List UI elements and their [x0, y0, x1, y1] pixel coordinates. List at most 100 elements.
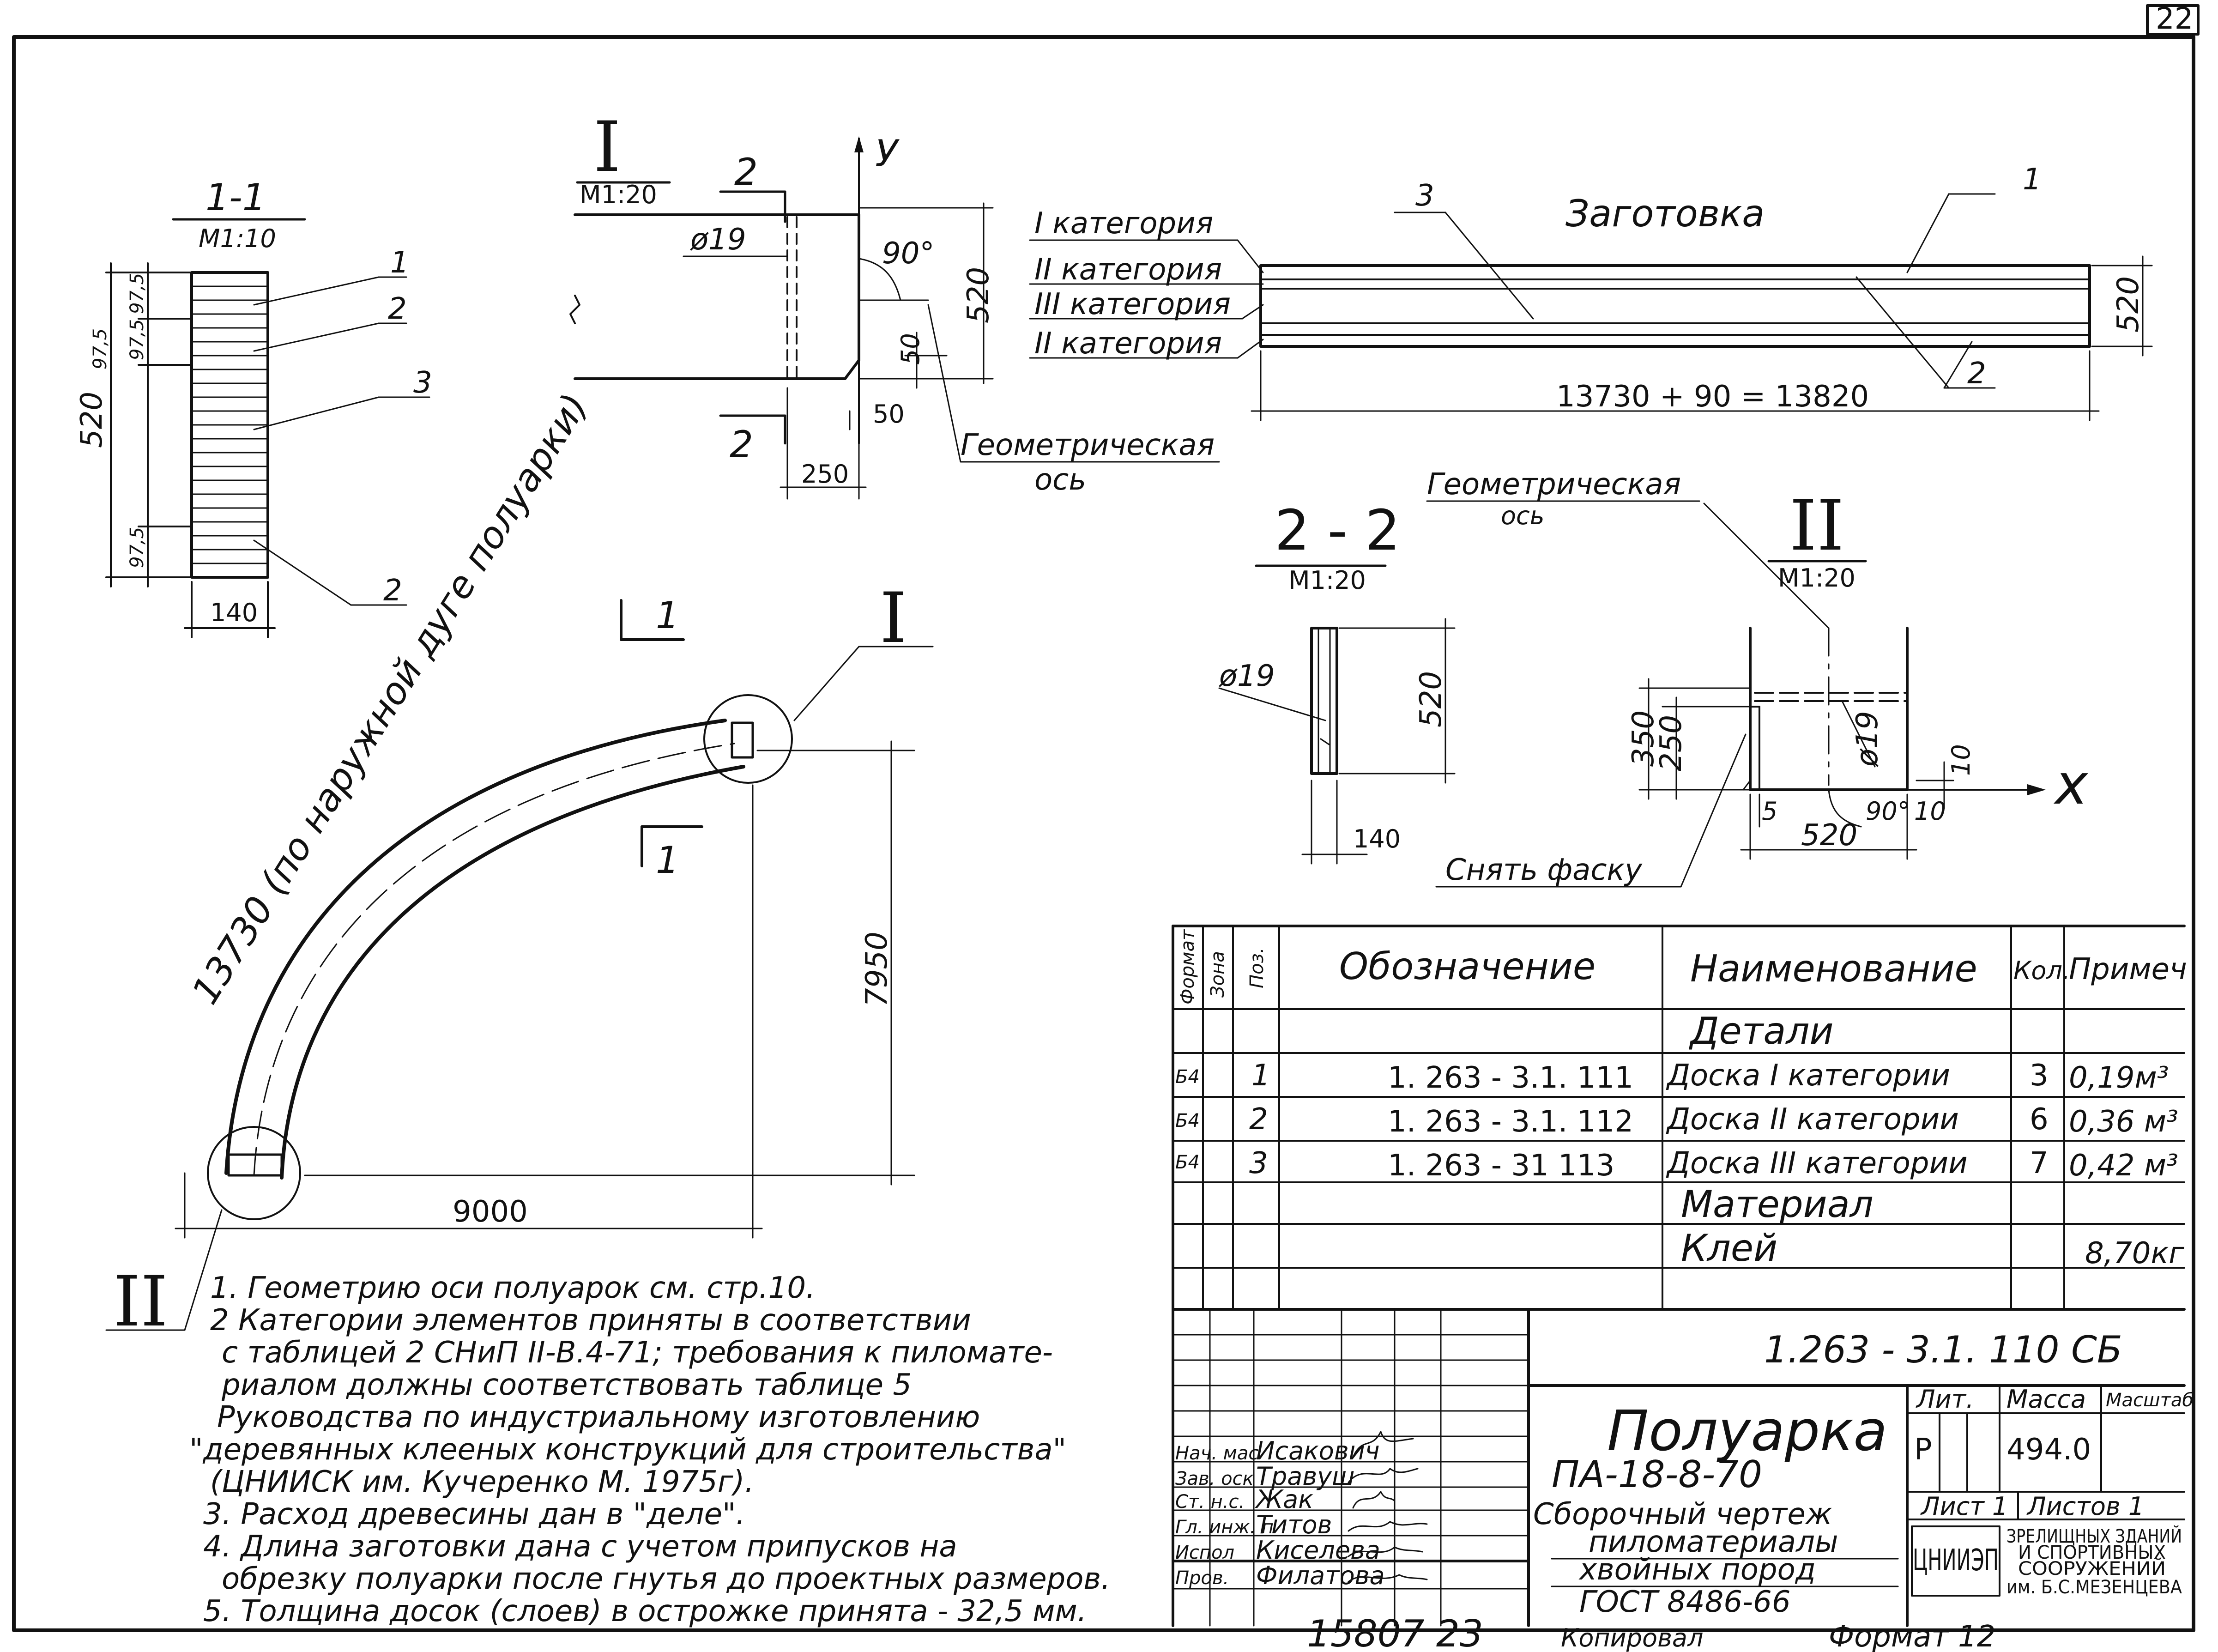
arch-node-ii-label: II [113, 1262, 168, 1342]
signature-name-1: Исакович [1256, 1436, 1380, 1465]
node-i-section-mark-a: 2 [734, 151, 758, 194]
spec-row-3-note: 0,42 м³ [2069, 1149, 2178, 1183]
note-line-3: с таблицей 2 СНиП II-В.4-71; требования … [222, 1336, 1053, 1370]
section-1-1-dim-975-a: 97,5 [127, 273, 148, 314]
spec-header-qty: Кол. [2013, 956, 2070, 985]
spec-header-name: Наименование [1690, 947, 1977, 990]
spec-row-1-designation: 1. 263 - 3.1. 111 [1388, 1061, 1633, 1095]
node-i-dim-520: 520 [961, 267, 996, 323]
spec-group-material: Материал [1681, 1183, 1874, 1226]
blank-category-2: II категория [1034, 253, 1222, 287]
spec-row-1-format: Б4 [1175, 1066, 1200, 1088]
note-line-2: 2 Категории элементов приняты в соответс… [210, 1303, 971, 1337]
signature-role-1: Нач. мас [1175, 1443, 1258, 1464]
node-i-scale: М1:20 [580, 180, 657, 209]
handwritten-signatures [1348, 1431, 1428, 1583]
doc-material-1: пиломатериалы [1589, 1525, 1838, 1559]
note-line-9: 4. Длина заготовки дана с учетом припуск… [203, 1530, 957, 1564]
spec-row-3-format: Б4 [1175, 1152, 1200, 1173]
blank-view: Заготовка I категория II категория III к… [1029, 163, 2153, 421]
organization-name-1: ЗРЕЛИЩНЫХ ЗДАНИЙ [2006, 1525, 2182, 1547]
node-ii-axis-x: x [2053, 753, 2089, 817]
node-i-axis-label-1: Геометрическая [961, 428, 1215, 462]
node-ii-dim-5: 5 [1762, 797, 1777, 826]
section-1-1-leader-1: 1 [390, 246, 409, 280]
spec-row-2-note: 0,36 м³ [2069, 1105, 2178, 1139]
signature-role-5: Испол [1175, 1542, 1234, 1563]
signature-name-6: Филатова [1256, 1561, 1385, 1590]
bottom-strip: 15807 23 Копировал Формат 12 [1307, 1612, 1995, 1652]
note-line-1: 1. Геометрию оси полуарок см. стр.10. [210, 1271, 815, 1305]
title-sheet: Лист 1 [1920, 1492, 2008, 1521]
section-1-1-dim-975-b: 97,5 [127, 319, 148, 360]
blank-title: Заготовка [1565, 192, 1765, 235]
title-block: Нач. мас Исакович Зав. оск Травуш Ст. н.… [1172, 1308, 2194, 1627]
arch-view: I II 1 1 13730 (по наружной дуге полуарк… [105, 386, 934, 1342]
note-line-11: 5. Толщина досок (слоев) в острожке прин… [203, 1594, 1087, 1628]
section-1-1-dim-520: 520 [75, 392, 109, 448]
spec-row-1-name: Доска I категории [1666, 1059, 1950, 1093]
signature-name-2: Травуш [1256, 1462, 1355, 1491]
spec-header-zone: Зона [1207, 951, 1228, 998]
node-i-roman: I [593, 107, 621, 188]
notes: 1. Геометрию оси полуарок см. стр.10. 2 … [189, 1271, 1110, 1628]
section-1-1-dim-975-c: 97,5 [90, 328, 111, 369]
section-2-2-dim-520: 520 [1414, 671, 1448, 727]
spec-row-3-qty: 7 [2030, 1146, 2049, 1180]
signature-role-3: Ст. н.с. [1175, 1491, 1245, 1513]
specification-table: Формат Зона Поз. Обозначение Наименовани… [1172, 925, 2187, 1627]
node-i: I М1:20 2 2 У ø19 90° 520 50 [569, 107, 1220, 500]
arch-dim-width: 9000 [453, 1195, 528, 1229]
doc-code: 1.263 - 3.1. 110 СБ [1764, 1328, 2122, 1371]
spec-row-2-qty: 6 [2030, 1102, 2049, 1137]
blank-height: 520 [2111, 276, 2145, 333]
blank-leader-2: 2 [1967, 357, 1986, 391]
node-ii-dim-520: 520 [1801, 818, 1857, 853]
spec-row-1-qty: 3 [2030, 1059, 2049, 1093]
spec-header-note: Примеч [2069, 952, 2187, 986]
signature-role-4: Гл. инж. п [1175, 1517, 1274, 1538]
table-row: Б4 1 1. 263 - 3.1. 111 Доска I категории… [1175, 1059, 2169, 1095]
doc-name-1: Полуарка [1607, 1399, 1887, 1464]
table-row: Б4 2 1. 263 - 3.1. 112 Доска II категори… [1175, 1102, 2178, 1139]
sheet-frame: 22 [12, 2, 2200, 1632]
organization-name-3: СООРУЖЕНИЙ [2018, 1557, 2166, 1579]
node-ii-dim-10-h: 10 [1914, 797, 1946, 826]
table-row: Б4 3 1. 263 - 31 113 Доска III категории… [1175, 1146, 2178, 1183]
spec-group-details: Детали [1689, 1010, 1833, 1053]
section-1-1-dim-140: 140 [210, 598, 258, 627]
signature-name-4: Титов [1256, 1510, 1332, 1539]
signature-name-5: Киселева [1256, 1536, 1380, 1565]
blank-leader-3: 3 [1415, 179, 1434, 213]
node-i-dim-250: 250 [801, 460, 849, 489]
spec-row-3-pos: 3 [1249, 1146, 1268, 1180]
node-ii-dia: ø19 [1850, 711, 1885, 767]
doc-type: Сборочный чертеж [1533, 1497, 1832, 1531]
title-mass: 494.0 [2006, 1433, 2091, 1467]
section-1-1-scale: М1:10 [199, 224, 276, 253]
blank-leader-1: 1 [2023, 163, 2042, 197]
title-lit: Р [1914, 1433, 1932, 1467]
arch-dim-height: 7950 [860, 932, 894, 1007]
blank-length: 13730 + 90 = 13820 [1556, 380, 1869, 414]
node-i-dia: ø19 [690, 223, 746, 257]
blank-category-3: III категория [1034, 287, 1231, 321]
node-ii-dim-250: 250 [1654, 715, 1688, 771]
node-ii-roman: II [1789, 486, 1844, 566]
arch-node-i-label: I [880, 578, 907, 659]
node-ii: Геометрическая ось II М1:20 350 250 ø19 … [1426, 467, 2089, 888]
spec-header-pos: Поз. [1246, 947, 1268, 988]
spec-header-format: Формат [1177, 929, 1198, 1005]
node-i-section-mark-b: 2 [730, 423, 753, 466]
node-i-axis-y: У [875, 132, 900, 175]
node-i-angle: 90° [882, 236, 934, 271]
note-line-6: "деревянных клееных конструкций для стро… [189, 1433, 1066, 1467]
spec-row-2-designation: 1. 263 - 3.1. 112 [1388, 1105, 1633, 1139]
signature-role-2: Зав. оск [1175, 1468, 1254, 1489]
organization-logo-text: ЦНИИЭП [1913, 1543, 1999, 1578]
node-ii-axis-label-2: ось [1501, 501, 1545, 530]
spec-row-2-pos: 2 [1249, 1102, 1268, 1137]
spec-row-1-pos: 1 [1251, 1059, 1270, 1093]
node-ii-angle: 90° [1866, 797, 1910, 826]
note-line-7: (ЦНИИСК им. Кучеренко М. 1975г). [210, 1465, 754, 1499]
